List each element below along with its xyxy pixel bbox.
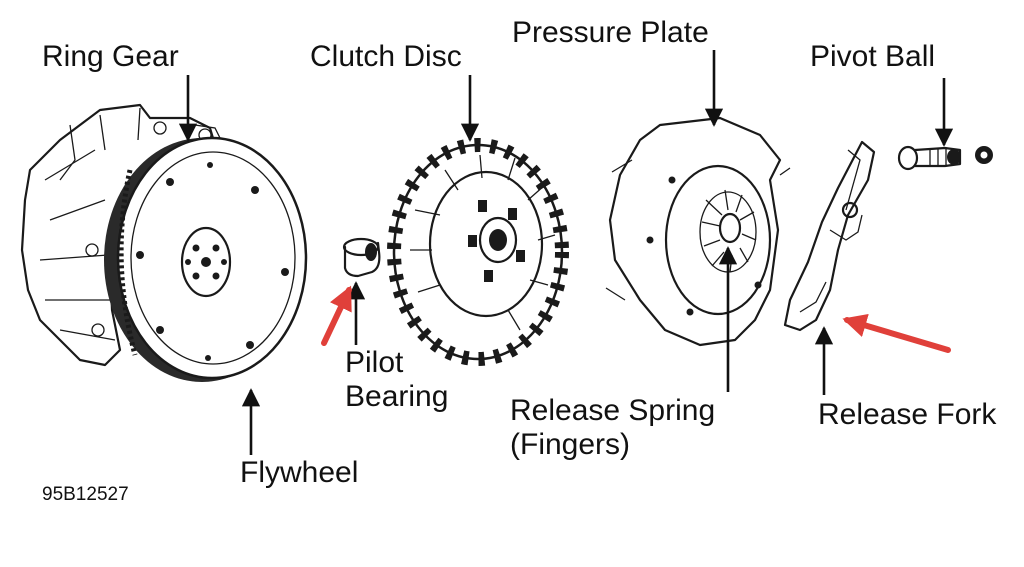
release-fork-illustration — [783, 140, 876, 332]
pilot-bearing-highlight-arrow — [321, 285, 352, 346]
figure-code: 95B12527 — [42, 484, 129, 505]
pivot-ball-illustration — [897, 145, 993, 171]
flywheel-illustration — [104, 136, 308, 382]
release-fork-highlight-arrow — [842, 313, 951, 353]
flywheel-label: Flywheel — [240, 456, 358, 489]
release-fork-label: Release Fork — [818, 398, 997, 431]
ring-gear-label: Ring Gear — [42, 40, 179, 73]
pressure-plate-label: Pressure Plate — [512, 16, 709, 49]
pivot-ball-label: Pivot Ball — [810, 40, 935, 73]
pilot-bearing-illustration — [342, 237, 381, 278]
pilot-bearing-label-line2: Bearing — [345, 380, 448, 413]
pilot-bearing-label-line1: Pilot — [345, 346, 404, 379]
clutch-disc-illustration — [387, 138, 569, 366]
release-spring-label-line2: (Fingers) — [510, 428, 630, 461]
clutch-disc-label: Clutch Disc — [310, 40, 462, 73]
pressure-plate-illustration — [605, 116, 791, 347]
release-spring-label-line1: Release Spring — [510, 394, 715, 427]
